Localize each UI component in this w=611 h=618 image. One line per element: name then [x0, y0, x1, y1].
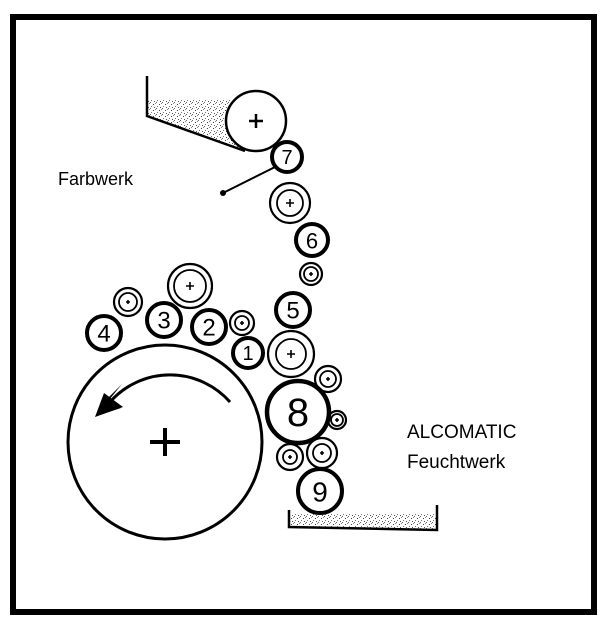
label-feuchtwerk: Feuchtwerk — [407, 452, 506, 473]
roller-3: 3 — [145, 301, 183, 339]
roller — [326, 409, 348, 431]
roller-8: 8 — [264, 378, 332, 446]
roller-number: 2 — [202, 315, 215, 342]
roller-number: 6 — [306, 229, 318, 254]
roller — [305, 436, 339, 470]
roller — [266, 329, 316, 379]
frame-border — [10, 14, 597, 615]
roller-number: 5 — [286, 298, 299, 325]
roller — [313, 364, 343, 394]
roller-number: 4 — [97, 321, 110, 348]
label-alcomatic: ALCOMATIC — [407, 422, 516, 443]
roller — [228, 309, 256, 337]
water-pan — [287, 505, 439, 532]
fountain-roller — [224, 89, 288, 153]
ductor-lever — [220, 165, 278, 196]
roller-1: 1 — [231, 336, 265, 370]
roller-2: 2 — [190, 308, 228, 346]
roller — [166, 262, 214, 310]
roller-number: 7 — [281, 147, 292, 169]
roller-9: 9 — [296, 467, 344, 515]
roller-number: 8 — [287, 391, 309, 435]
roller-6: 6 — [294, 222, 330, 258]
roller-number: 1 — [242, 343, 253, 365]
roller — [298, 261, 324, 287]
ink-fountain — [145, 76, 246, 153]
roller-7: 7 — [270, 140, 304, 174]
roller — [268, 181, 312, 225]
roller-number: 3 — [157, 308, 170, 335]
label-farbwerk: Farbwerk — [58, 169, 134, 189]
roller — [112, 286, 144, 318]
rotation-arrow-icon — [95, 373, 232, 417]
roller-4: 4 — [85, 314, 123, 352]
roller-5: 5 — [274, 291, 312, 329]
roller — [275, 442, 305, 472]
roller-number: 9 — [312, 477, 328, 508]
